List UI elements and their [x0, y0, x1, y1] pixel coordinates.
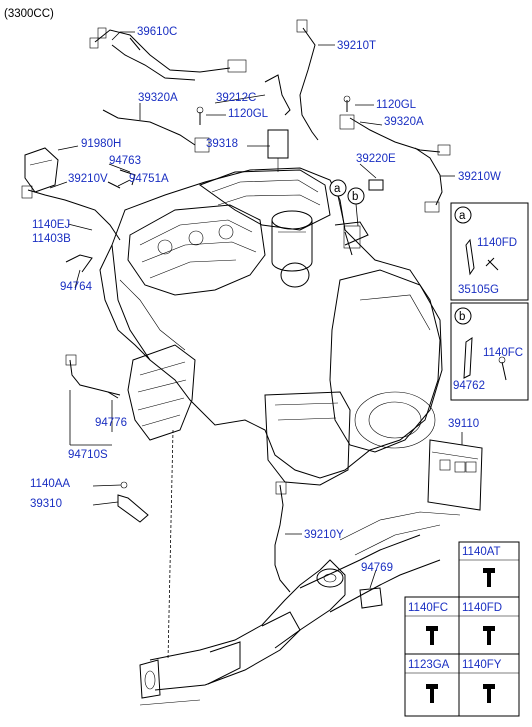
part-label-39210V[interactable]: 39210V	[68, 173, 108, 185]
part-label-94710S[interactable]: 94710S	[68, 449, 108, 461]
part-label-94751A[interactable]: 94751A	[129, 173, 169, 185]
detail-panel-a: a 1140FD 35105G	[450, 202, 529, 301]
part-label-39320A-right[interactable]: 39320A	[384, 116, 424, 128]
fastener-code-3[interactable]: 1140FD	[462, 602, 502, 614]
callout-b-letter: b	[352, 191, 358, 203]
part-label-39318[interactable]: 39318	[206, 138, 238, 150]
part-label-1120GL-b[interactable]: 1120GL	[376, 99, 417, 111]
part-label-39212C[interactable]: 39212C	[216, 92, 256, 104]
part-label-39210Y[interactable]: 39210Y	[304, 529, 344, 541]
fastener-code-5[interactable]: 1140FY	[462, 659, 502, 671]
detail-b-part-1[interactable]: 1140FC	[483, 347, 523, 359]
part-number-labels: 39610C 39210T 39320A 39212C 1120GL 1120G…	[30, 26, 501, 574]
fastener-code-4[interactable]: 1123GA	[408, 659, 450, 671]
engine-assembly-drawing	[99, 167, 443, 486]
part-label-94763[interactable]: 94763	[109, 155, 141, 167]
part-label-91980H[interactable]: 91980H	[81, 138, 121, 150]
part-label-39220E[interactable]: 39220E	[356, 153, 396, 165]
part-label-39320A-top[interactable]: 39320A	[138, 92, 178, 104]
callout-a-letter: a	[334, 183, 341, 195]
part-label-39210W[interactable]: 39210W	[458, 171, 501, 183]
engine-variant-label: (3300CC)	[4, 8, 54, 20]
bolt-icon	[483, 626, 495, 645]
part-label-1140EJ[interactable]: 1140EJ	[32, 219, 70, 231]
detail-a-letter: a	[459, 210, 466, 222]
sensor-harness-drawings	[21, 19, 483, 593]
part-label-1140AA[interactable]: 1140AA	[30, 478, 70, 490]
part-label-11403B[interactable]: 11403B	[32, 233, 71, 245]
detail-a-part-2[interactable]: 35105G	[458, 284, 499, 296]
part-label-39610C[interactable]: 39610C	[137, 26, 177, 38]
part-label-94776[interactable]: 94776	[95, 417, 127, 429]
part-label-39110[interactable]: 39110	[448, 418, 479, 430]
fastener-code-1[interactable]: 1140AT	[462, 546, 501, 558]
bolt-icon	[501, 361, 507, 381]
bolt-icon	[426, 626, 438, 645]
detail-a-part-1[interactable]: 1140FD	[477, 237, 517, 249]
exhaust-pipe-drawing	[139, 511, 461, 706]
callout-b[interactable]: b	[347, 187, 365, 205]
leader-lines	[49, 31, 463, 661]
part-label-94764[interactable]: 94764	[60, 281, 93, 293]
bracket-icon	[463, 337, 473, 379]
detail-b-part-2[interactable]: 94762	[453, 380, 485, 392]
bolt-icon	[483, 684, 495, 703]
bracket-icon	[465, 238, 475, 276]
callout-a[interactable]: a	[329, 179, 347, 197]
fastener-table: 1140AT 1140FC 1140FD 1123GA 1140FY	[404, 541, 520, 717]
part-label-94769[interactable]: 94769	[361, 562, 393, 574]
bolt-icon	[426, 684, 438, 703]
part-label-39210T[interactable]: 39210T	[337, 40, 376, 52]
bolt-icon	[483, 568, 495, 587]
detail-panel-b: b 1140FC 94762	[450, 302, 529, 401]
bolt-icon	[485, 257, 499, 271]
fastener-code-2[interactable]: 1140FC	[408, 602, 448, 614]
detail-b-letter: b	[459, 311, 465, 323]
part-label-1120GL-a[interactable]: 1120GL	[228, 108, 269, 120]
part-label-39310[interactable]: 39310	[30, 498, 62, 510]
